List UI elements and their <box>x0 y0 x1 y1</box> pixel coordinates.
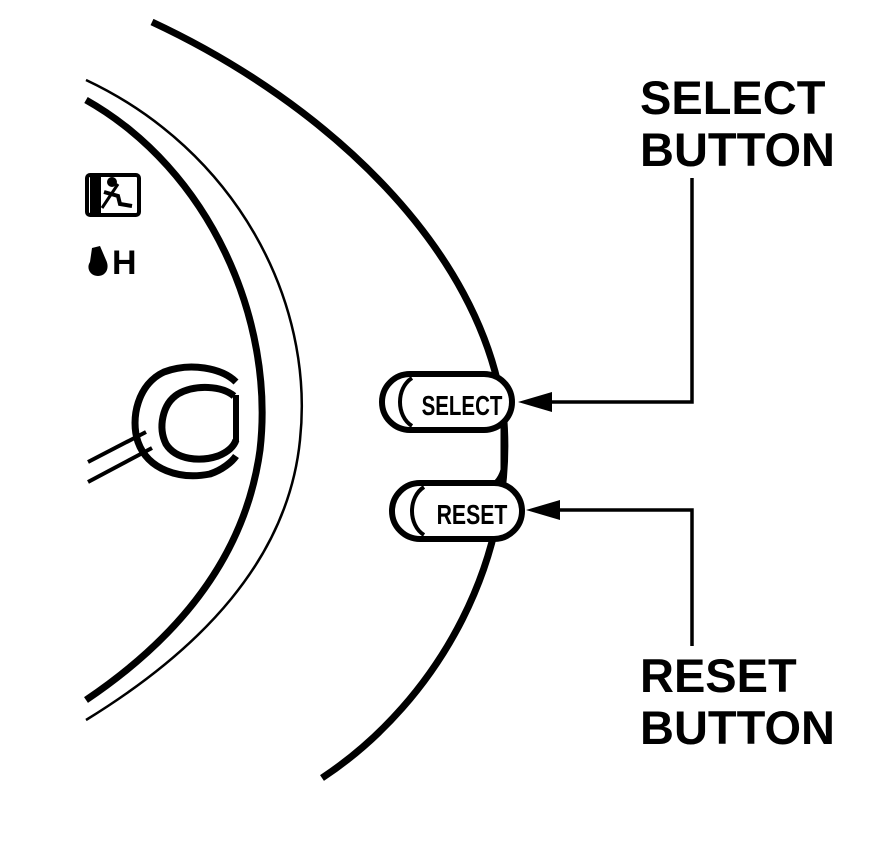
reset-callout-line1: RESET <box>640 649 797 702</box>
gauge-ring-outer <box>85 78 304 722</box>
reset-leader-line <box>526 500 694 646</box>
select-callout-line2: BUTTON <box>640 123 835 176</box>
gauge-ring-inner <box>84 96 266 703</box>
reset-button-label: RESET <box>437 501 508 531</box>
reset-button[interactable]: RESET <box>389 480 525 542</box>
gauge-needle <box>87 430 153 484</box>
needle-hub <box>131 363 240 480</box>
select-button[interactable]: SELECT <box>379 371 515 433</box>
temperature-indicator-icon <box>88 246 108 276</box>
select-leader-line <box>518 178 694 412</box>
select-button-label: SELECT <box>422 391 503 422</box>
select-callout-line1: SELECT <box>640 71 826 124</box>
select-button-callout: SELECT BUTTON <box>640 72 835 176</box>
seatbelt-warning-icon <box>85 173 141 217</box>
reset-callout-line2: BUTTON <box>640 701 835 754</box>
reset-button-callout: RESET BUTTON <box>640 650 835 754</box>
temperature-hot-label: H <box>112 244 137 282</box>
